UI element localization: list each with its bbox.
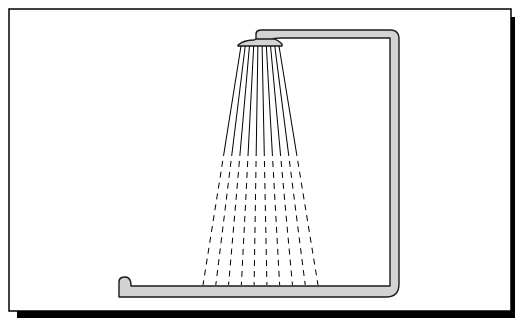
- water-streams: [202, 45, 319, 286]
- water-stream-lower: [228, 149, 241, 286]
- water-stream-lower: [287, 149, 306, 286]
- water-stream-lower: [253, 149, 257, 286]
- water-stream-lower: [202, 149, 225, 286]
- water-stream-upper: [274, 45, 289, 151]
- water-stream-upper: [270, 45, 281, 151]
- shower-head: [237, 38, 283, 47]
- diagram-frame: [8, 8, 512, 312]
- water-stream-lower: [240, 149, 249, 286]
- water-stream-lower: [215, 149, 233, 286]
- water-stream-lower: [279, 149, 293, 286]
- water-stream-upper: [255, 45, 259, 151]
- water-stream-upper: [239, 45, 250, 151]
- water-stream-upper: [231, 45, 246, 151]
- water-stream-lower: [295, 149, 319, 286]
- water-stream-upper: [223, 45, 242, 151]
- water-stream-lower: [271, 149, 281, 286]
- water-stream-lower: [263, 149, 268, 286]
- water-stream-upper: [278, 45, 297, 151]
- water-stream-upper: [265, 45, 273, 151]
- water-stream-upper: [261, 45, 265, 151]
- water-stream-upper: [247, 45, 255, 151]
